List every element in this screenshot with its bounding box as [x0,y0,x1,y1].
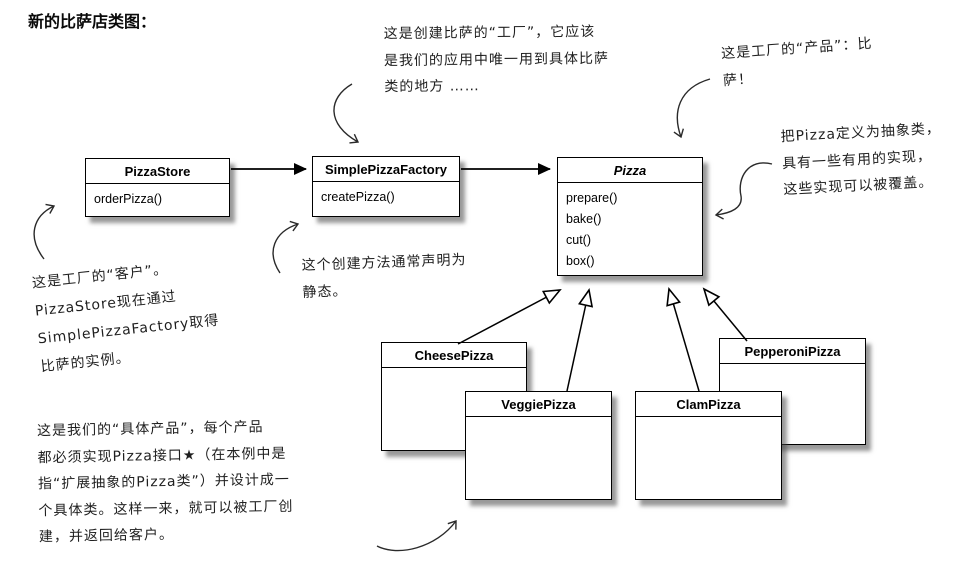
hand-arrow-to-pizza-top-icon [673,78,711,139]
inheritance-arrow-pepperonipizza [702,287,748,342]
note-client: 这是工厂的“客户”。 PizzaStore现在通过 SimplePizzaFac… [31,261,221,376]
note-product: 这是工厂的“产品”：比 萨！ [720,35,873,89]
inheritance-arrow-veggiepizza [566,287,594,392]
method-prepare: prepare() [566,190,618,205]
class-name-cheesepizza: CheesePizza [382,343,526,368]
class-methods: prepare() bake() cut() box() [558,183,702,275]
hand-arrow-to-concrete-pizzas-icon [376,520,457,552]
hand-arrow-to-factory-bottom-icon [272,220,300,274]
class-name-clampizza: ClamPizza [636,392,781,417]
class-box-simplepizzafactory: SimplePizzaFactory createPizza() [312,156,460,217]
hand-arrow-to-factory-icon [333,83,360,144]
class-name-pizzastore: PizzaStore [86,159,229,184]
hand-arrow-to-pizza-right-icon [714,162,773,220]
class-methods: orderPizza() [86,184,229,216]
page-title: 新的比萨店类图： [28,14,157,31]
note-static-method: 这个创建方法通常声明为 静态。 [301,252,467,301]
class-body-empty [466,417,611,499]
inheritance-arrow-cheesepizza [457,289,562,345]
method-orderpizza: orderPizza() [94,191,163,206]
inheritance-arrow-clampizza [666,287,700,392]
class-box-pizzastore: PizzaStore orderPizza() [85,158,230,217]
class-box-veggiepizza: VeggiePizza [465,391,612,500]
class-box-clampizza: ClamPizza [635,391,782,500]
note-abstract-class: 把Pizza定义为抽象类， 具有一些有用的实现， 这些实现可以被覆盖。 [780,120,942,199]
note-factory: 这是创建比萨的“工厂”，它应该 是我们的应用中唯一用到具体比萨 类的地方 …… [383,23,610,96]
method-box: box() [566,253,595,268]
note-concrete-products: 这是我们的“具体产品”，每个产品 都必须实现Pizza接口★（在本例中是 指“扩… [36,419,294,546]
method-cut: cut() [566,232,591,247]
class-name-simplepizzafactory: SimplePizzaFactory [313,157,459,182]
method-bake: bake() [566,211,602,226]
class-box-pizza: Pizza prepare() bake() cut() box() [557,157,703,276]
class-name-pepperonipizza: PepperoniPizza [720,339,865,364]
class-methods: createPizza() [313,182,459,216]
class-body-empty [636,417,781,499]
method-createpizza: createPizza() [321,189,395,204]
class-name-pizza: Pizza [558,158,702,183]
class-name-veggiepizza: VeggiePizza [466,392,611,417]
hand-arrow-to-pizzastore-icon [33,203,56,260]
